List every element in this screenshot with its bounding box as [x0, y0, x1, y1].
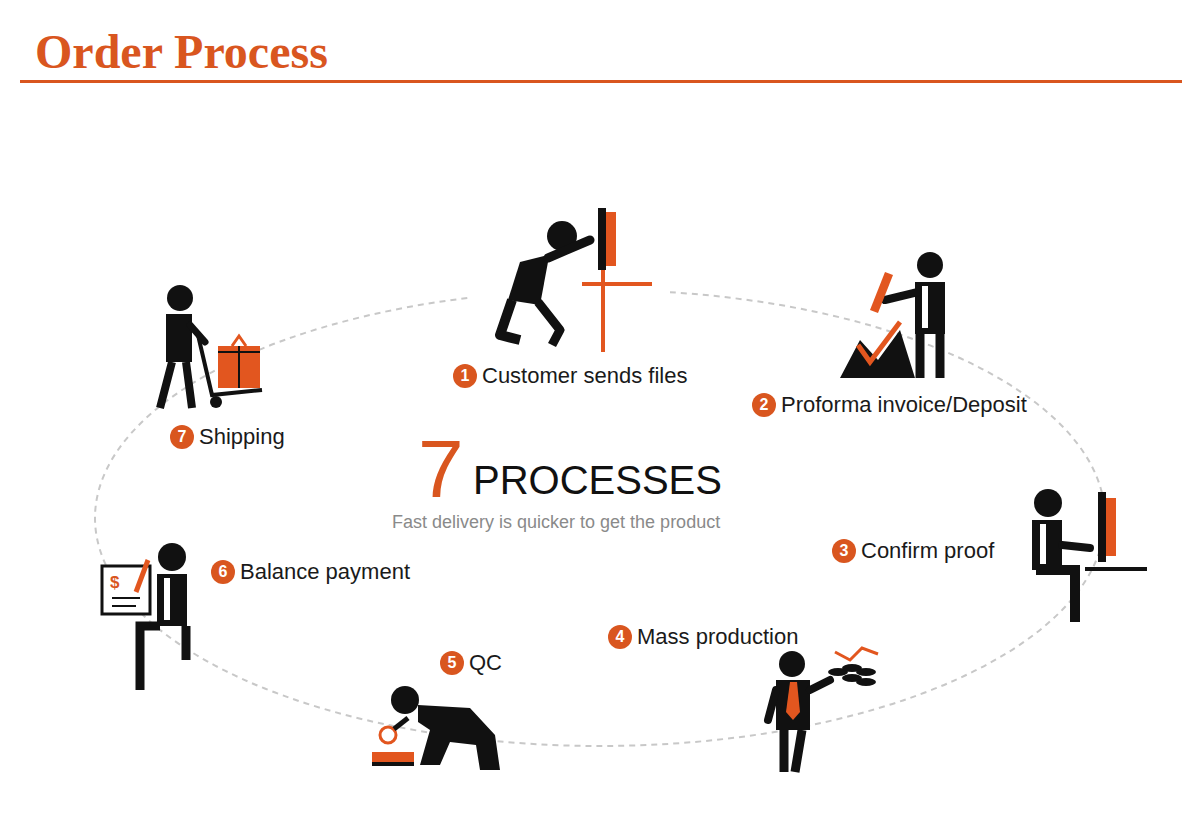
step-label: Shipping [199, 426, 285, 448]
step-label: Confirm proof [861, 540, 994, 562]
step-number: 2 [752, 393, 776, 417]
signing-icon [840, 252, 945, 378]
hand-truck-icon [160, 285, 262, 408]
businessman-icon [768, 648, 878, 772]
inspector-icon [372, 686, 500, 770]
headline-number: 7 [418, 428, 464, 510]
step-label: Balance payment [240, 561, 410, 583]
step-label: Mass production [637, 626, 798, 648]
page-title: Order Process [35, 28, 328, 76]
headline: PROCESSES [473, 460, 722, 500]
step-label: Customer sends files [482, 365, 687, 387]
dollar-sign: $ [110, 574, 119, 591]
step-number: 1 [453, 364, 477, 388]
step-number: 5 [440, 651, 464, 675]
title-rule [20, 80, 1182, 83]
computer-user-icon [470, 205, 670, 355]
step-label: Proforma invoice/Deposit [781, 394, 1027, 416]
step-number: 3 [832, 539, 856, 563]
step-number: 4 [608, 625, 632, 649]
payment-icon [102, 543, 187, 690]
step-number: 7 [170, 425, 194, 449]
step-number: 6 [211, 560, 235, 584]
subtitle: Fast delivery is quicker to get the prod… [392, 513, 720, 531]
cycle-ring [95, 290, 1105, 746]
desk-worker-icon [1032, 489, 1147, 622]
step-label: QC [469, 652, 502, 674]
